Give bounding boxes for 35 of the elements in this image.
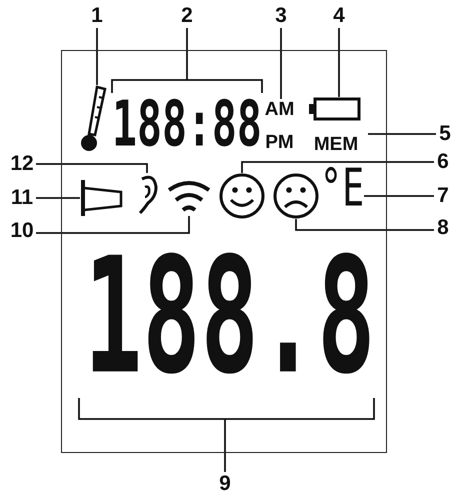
callout-number: 5: [436, 122, 454, 146]
display-indicator: MEM: [304, 133, 368, 157]
callout-number: 6: [434, 150, 452, 174]
battery-icon: [307, 97, 361, 121]
display-indicator: AM: [265, 99, 294, 121]
leader-line: [36, 216, 190, 234]
callout-number: 11: [8, 186, 36, 210]
callout-number: 12: [8, 152, 36, 176]
leader-line: [36, 163, 148, 173]
smiley-icon: [218, 173, 266, 219]
leader-line: [96, 28, 98, 85]
leader-line: [36, 197, 80, 199]
callout-number: 1: [88, 4, 106, 28]
segment-digits: 188:88: [112, 93, 262, 156]
leader-line: [338, 28, 340, 97]
segment-digits: °E: [320, 162, 364, 214]
callout-number: 10: [8, 219, 36, 243]
callout-number: 3: [272, 4, 290, 28]
leader-line: [280, 28, 282, 99]
callout-number: 2: [178, 4, 196, 28]
leader-line: [364, 195, 434, 197]
segment-digits: 188.8: [84, 238, 376, 398]
callout-number: 7: [434, 184, 452, 208]
leader-line: [295, 219, 434, 231]
leader-line: [241, 161, 434, 173]
thermometer-icon: [80, 85, 106, 154]
callout-number: 4: [330, 4, 348, 28]
callout-number: 9: [216, 472, 234, 496]
sad-face-icon: [273, 173, 319, 219]
forehead-probe-icon: [80, 178, 123, 218]
leader-line: [111, 27, 263, 94]
leader-line: [78, 397, 375, 473]
leader-line: [368, 133, 436, 135]
display-indicator: PM: [265, 132, 294, 154]
callout-number: 8: [434, 216, 452, 240]
